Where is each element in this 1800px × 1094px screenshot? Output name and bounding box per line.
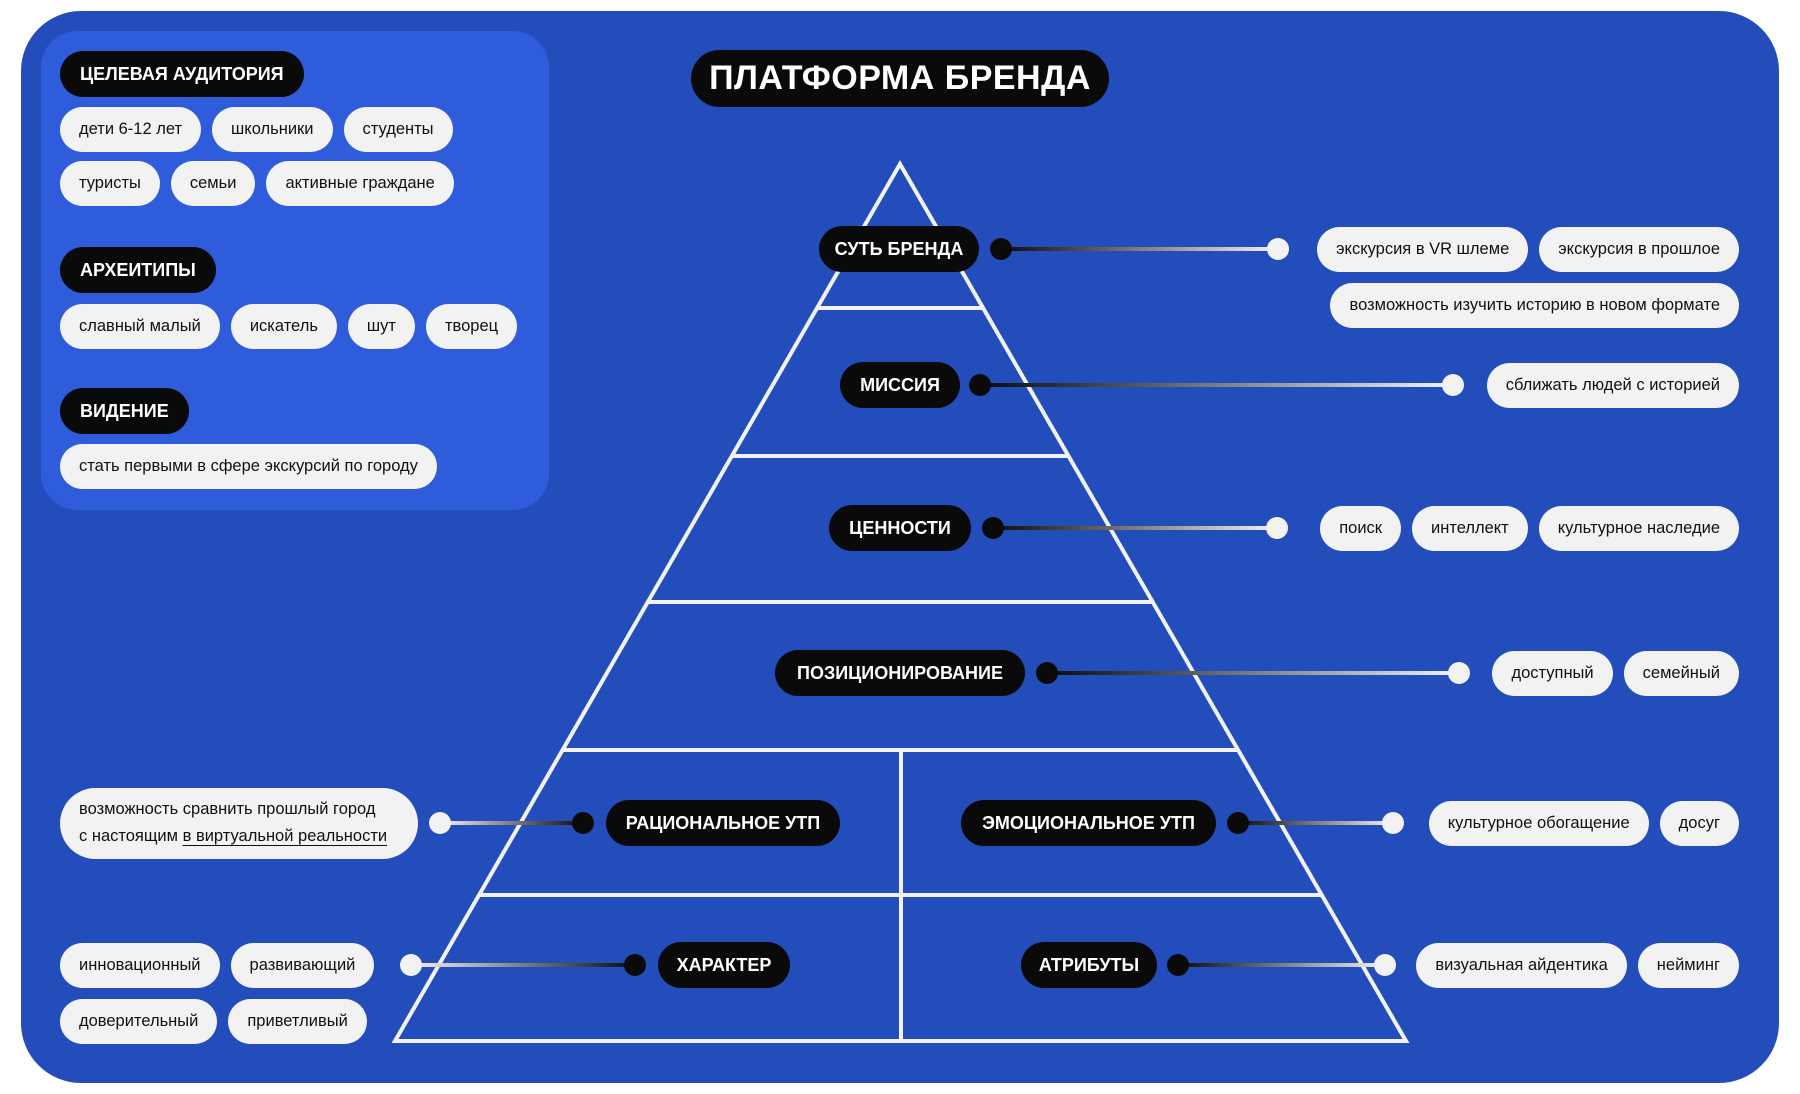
audience-chip: дети 6-12 лет — [60, 107, 202, 152]
audience-chip: туристы — [60, 161, 160, 206]
essence-chip: возможность изучить историю в новом форм… — [1330, 283, 1739, 328]
attributes-chips: визуальная айдентика нейминг — [1416, 943, 1739, 988]
audience-header: ЦЕЛЕВАЯ АУДИТОРИЯ — [60, 51, 304, 97]
character-chips-row-2: доверительный приветливый — [60, 999, 367, 1044]
mission-chips: сближать людей с историей — [1486, 363, 1739, 408]
emotional-usp-chips: культурное обогащение досуг — [1428, 801, 1739, 846]
connector-dot-dark — [624, 954, 646, 976]
emotional-usp-label: ЭМОЦИОНАЛЬНОЕ УТП — [961, 800, 1216, 846]
connector-dot-dark — [1036, 662, 1058, 684]
values-label: ЦЕННОСТИ — [829, 505, 971, 551]
connector-dot-light — [429, 812, 451, 834]
mission-chip: сближать людей с историей — [1486, 363, 1739, 408]
connector-dot-light — [1382, 812, 1404, 834]
character-chips-row-1: инновационный развивающий — [60, 943, 375, 988]
positioning-label: ПОЗИЦИОНИРОВАНИЕ — [775, 650, 1025, 696]
connector-line — [440, 821, 583, 825]
emotional-usp-chip: досуг — [1659, 801, 1739, 846]
archetypes-section: АРХЕИТИПЫ — [60, 247, 216, 293]
audience-chip: студенты — [343, 107, 453, 152]
attributes-label: АТРИБУТЫ — [1021, 942, 1157, 988]
character-chip: развивающий — [230, 943, 375, 988]
positioning-chip: доступный — [1492, 651, 1613, 696]
connector-line — [1178, 963, 1385, 967]
connector-dot-light — [1266, 517, 1288, 539]
character-chip: инновационный — [60, 943, 220, 988]
attributes-chip: нейминг — [1637, 943, 1739, 988]
rational-usp-text-line1: возможность сравнить прошлый город — [79, 800, 376, 818]
connectors — [400, 238, 1470, 976]
connector-line — [980, 383, 1453, 387]
connector-dot-light — [1267, 238, 1289, 260]
values-chip: культурное наследие — [1538, 506, 1739, 551]
positioning-chips: доступный семейный — [1492, 651, 1739, 696]
rational-usp-underlined-text: в виртуальной реальности — [182, 827, 388, 845]
audience-section: ЦЕЛЕВАЯ АУДИТОРИЯ — [60, 51, 304, 97]
rational-usp-chip: возможность сравнить прошлый город с нас… — [60, 788, 418, 859]
connector-line — [1001, 247, 1278, 251]
vision-chips: стать первыми в сфере экскурсий по город… — [60, 444, 437, 489]
connector-line — [411, 963, 635, 967]
essence-chips-row-1: экскурсия в VR шлеме экскурсия в прошлое — [1317, 227, 1739, 272]
connector-dot-dark — [969, 374, 991, 396]
values-chip: поиск — [1320, 506, 1401, 551]
connector-dot-dark — [572, 812, 594, 834]
connector-dot-light — [1374, 954, 1396, 976]
values-chip: интеллект — [1412, 506, 1528, 551]
archetype-chip: славный малый — [60, 304, 220, 349]
page-title: ПЛАТФОРМА БРЕНДА — [691, 50, 1109, 107]
character-label: ХАРАКТЕР — [658, 942, 790, 988]
archetype-chip: творец — [425, 304, 518, 349]
rational-usp-label: РАЦИОНАЛЬНОЕ УТП — [606, 800, 840, 846]
connector-dot-dark — [1227, 812, 1249, 834]
connector-dot-light — [400, 954, 422, 976]
archetype-chip: шут — [347, 304, 415, 349]
connector-line — [993, 526, 1277, 530]
audience-chip: семьи — [170, 161, 256, 206]
connector-line — [1047, 671, 1459, 675]
character-chip: доверительный — [60, 999, 218, 1044]
connector-dot-dark — [982, 517, 1004, 539]
connector-dot-light — [1448, 662, 1470, 684]
connector-line — [1238, 821, 1393, 825]
attributes-chip: визуальная айдентика — [1416, 943, 1627, 988]
connector-dot-dark — [1167, 954, 1189, 976]
vision-section: ВИДЕНИЕ — [60, 388, 189, 434]
essence-label: СУТЬ БРЕНДА — [819, 226, 979, 272]
archetype-chip: искатель — [230, 304, 337, 349]
audience-chips-row-1: дети 6-12 лет школьники студенты — [60, 107, 453, 152]
values-chips: поиск интеллект культурное наследие — [1320, 506, 1739, 551]
rational-usp-text-line2: с настоящим — [79, 827, 178, 845]
essence-chip: экскурсия в VR шлеме — [1317, 227, 1529, 272]
essence-chip: экскурсия в прошлое — [1539, 227, 1739, 272]
emotional-usp-chip: культурное обогащение — [1428, 801, 1649, 846]
positioning-chip: семейный — [1623, 651, 1739, 696]
essence-chips-row-2: возможность изучить историю в новом форм… — [1330, 283, 1739, 328]
connector-dot-light — [1442, 374, 1464, 396]
vision-chip: стать первыми в сфере экскурсий по город… — [60, 444, 437, 489]
audience-chip: школьники — [212, 107, 333, 152]
audience-chips-row-2: туристы семьи активные граждане — [60, 161, 454, 206]
character-chip: приветливый — [228, 999, 367, 1044]
archetypes-chips: славный малый искатель шут творец — [60, 304, 518, 349]
vision-header: ВИДЕНИЕ — [60, 388, 189, 434]
audience-chip: активные граждане — [266, 161, 454, 206]
archetypes-header: АРХЕИТИПЫ — [60, 247, 216, 293]
connector-dot-dark — [990, 238, 1012, 260]
mission-label: МИССИЯ — [840, 362, 960, 408]
